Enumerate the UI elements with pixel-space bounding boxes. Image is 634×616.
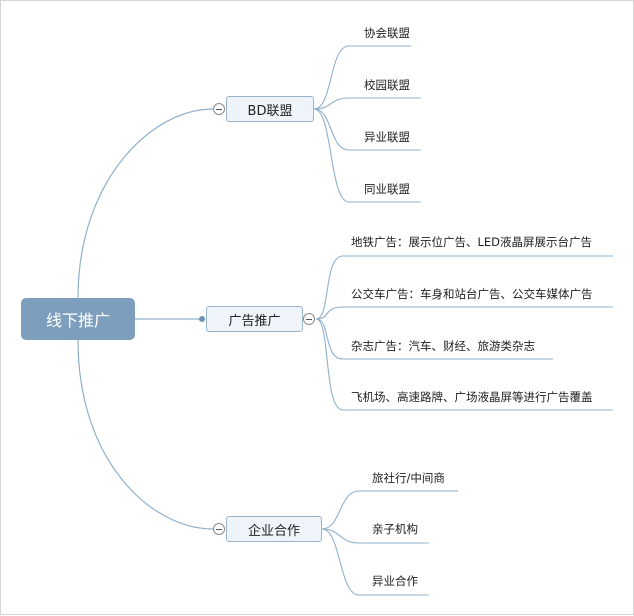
branch-corp[interactable]: 企业合作 [226,516,322,542]
connector-root-bd [77,108,214,299]
connector-bd-leaf-3 [313,108,421,151]
connector-corp-leaf-1 [321,490,458,530]
connector-corp-leaf-2 [321,528,429,544]
leaf-corp-1[interactable]: 旅社行/中间商 [372,471,445,485]
leaf-bd-3[interactable]: 异业联盟 [364,130,410,144]
connector-bd-leaf-4 [313,108,421,203]
connector-ad-leaf-1 [315,255,613,320]
leaf-ad-2[interactable]: 公交车广告：车身和站台广告、公交车媒体广告 [351,287,593,301]
connector-corp-leaf-3 [321,528,429,596]
leaf-bd-1[interactable]: 协会联盟 [364,26,410,40]
collapse-toggle-corp[interactable] [213,523,225,535]
leaf-corp-2[interactable]: 亲子机构 [372,522,418,536]
leaf-ad-3[interactable]: 杂志广告：汽车、财经、旅游类杂志 [351,339,535,353]
leaf-corp-3[interactable]: 异业合作 [372,574,418,588]
connector-bd-leaf-1 [313,45,411,110]
leaf-ad-1[interactable]: 地铁广告：展示位广告、LED液晶屏展示台广告 [351,235,593,249]
leaf-bd-2[interactable]: 校园联盟 [364,78,410,92]
root-node[interactable]: 线下推广 [21,298,135,340]
connector-root-corp [77,339,214,530]
connector-root-ad-dot [199,316,205,322]
collapse-toggle-ad[interactable] [303,313,315,325]
connector-ad-leaf-3 [315,318,553,360]
branch-bd[interactable]: BD联盟 [226,96,314,122]
branch-ad[interactable]: 广告推广 [206,306,303,332]
collapse-toggle-bd[interactable] [213,103,225,115]
leaf-ad-4[interactable]: 飞机场、高速路牌、广场液晶屏等进行广告覆盖 [351,390,593,404]
connector-ad-leaf-2 [315,306,613,320]
connector-bd-leaf-2 [313,97,421,110]
connector-ad-leaf-4 [315,318,613,411]
leaf-bd-4[interactable]: 同业联盟 [364,182,410,196]
